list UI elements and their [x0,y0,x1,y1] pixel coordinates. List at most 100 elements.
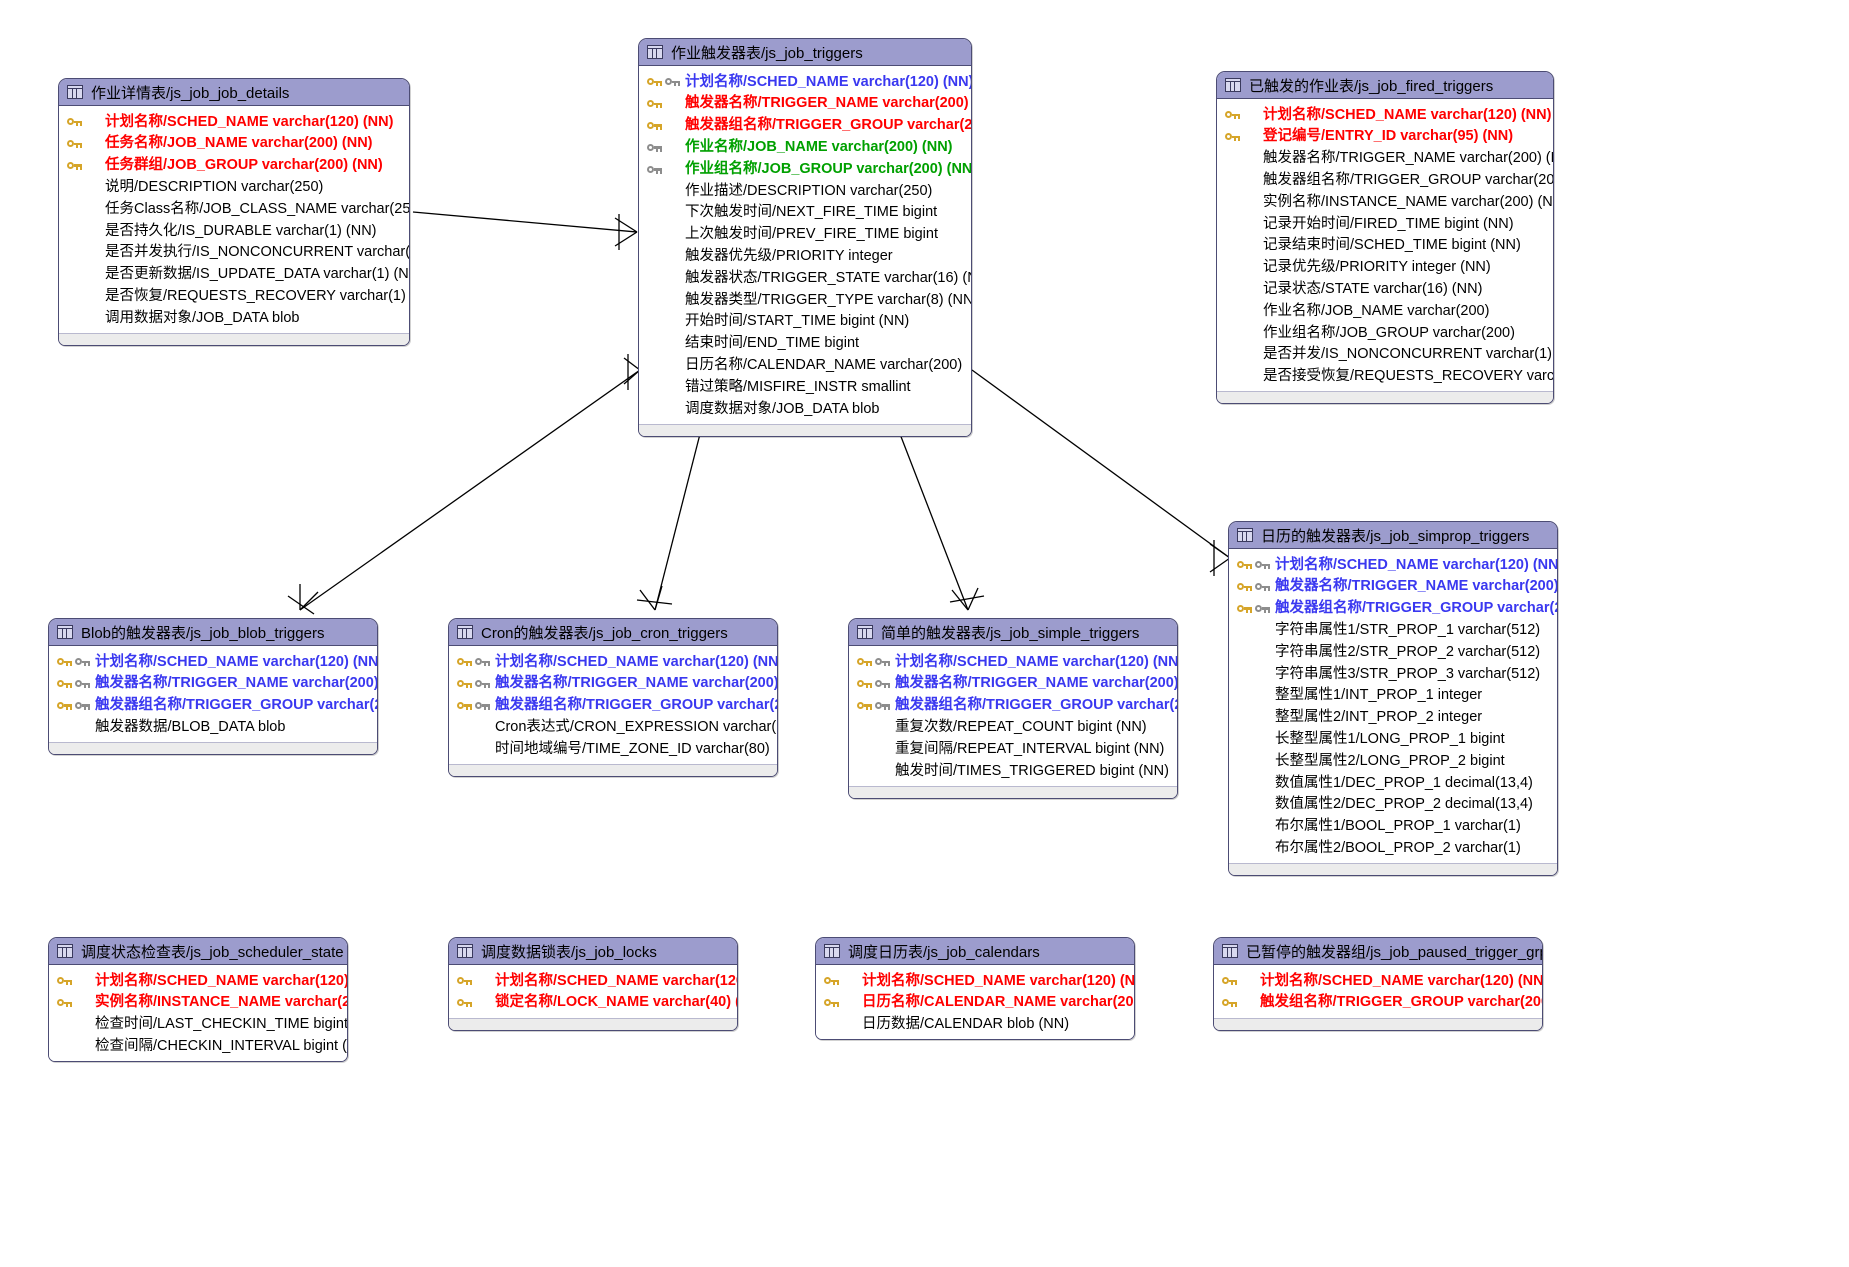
entity-header-cron_triggers[interactable]: Cron的触发器表/js_job_cron_triggers [449,619,777,646]
entity-job_details[interactable]: 作业详情表/js_job_job_details 计划名称/SCHED_NAME … [58,78,410,346]
attribute-row[interactable]: 触发器组名称/TRIGGER_GROUP varchar(200) (NN) [639,115,971,137]
attribute-row[interactable]: 实例名称/INSTANCE_NAME varchar(200) (NN) [49,992,347,1014]
entity-header-calendars[interactable]: 调度日历表/js_job_calendars [816,938,1134,965]
attribute-row[interactable]: 调度数据对象/JOB_DATA blob [639,398,971,420]
attribute-row[interactable]: 作业组名称/JOB_GROUP varchar(200) (NN) [639,158,971,180]
attribute-row[interactable]: 触发器组名称/TRIGGER_GROUP varchar(200) (NN) [1229,598,1557,620]
entity-locks[interactable]: 调度数据锁表/js_job_locks 计划名称/SCHED_NAME varch… [448,937,738,1031]
attribute-row[interactable]: 布尔属性1/BOOL_PROP_1 varchar(1) [1229,816,1557,838]
attribute-row[interactable]: 调用数据对象/JOB_DATA blob [59,307,409,329]
attribute-row[interactable]: 检查间隔/CHECKIN_INTERVAL bigint (NN) [49,1035,347,1057]
entity-header-job_details[interactable]: 作业详情表/js_job_job_details [59,79,409,106]
attribute-row[interactable]: 日历名称/CALENDAR_NAME varchar(200) (NN) [816,992,1134,1014]
attribute-row[interactable]: 错过策略/MISFIRE_INSTR smallint [639,376,971,398]
attribute-row[interactable]: 任务Class名称/JOB_CLASS_NAME varchar(250) (N… [59,198,409,220]
attribute-row[interactable]: 计划名称/SCHED_NAME varchar(120) (NN) [449,651,777,673]
attribute-row[interactable]: Cron表达式/CRON_EXPRESSION varchar(120) (NN… [449,716,777,738]
entity-fired_triggers[interactable]: 已触发的作业表/js_job_fired_triggers 计划名称/SCHED_… [1216,71,1554,405]
attribute-row[interactable]: 触发器优先级/PRIORITY integer [639,245,971,267]
attribute-row[interactable]: 计划名称/SCHED_NAME varchar(120) (NN) [816,970,1134,992]
attribute-row[interactable]: 计划名称/SCHED_NAME varchar(120) (NN) [49,651,377,673]
entity-header-simple_triggers[interactable]: 简单的触发器表/js_job_simple_triggers [849,619,1177,646]
attribute-row[interactable]: 计划名称/SCHED_NAME varchar(120) (NN) [49,970,347,992]
entity-job_triggers[interactable]: 作业触发器表/js_job_triggers 计划名称/SCHED_NAME va… [638,38,972,437]
attribute-row[interactable]: 开始时间/START_TIME bigint (NN) [639,311,971,333]
attribute-row[interactable]: 触发时间/TIMES_TRIGGERED bigint (NN) [849,760,1177,782]
attribute-row[interactable]: 是否并发/IS_NONCONCURRENT varchar(1) [1217,344,1553,366]
attribute-row[interactable]: 上次触发时间/PREV_FIRE_TIME bigint [639,224,971,246]
attribute-row[interactable]: 记录状态/STATE varchar(16) (NN) [1217,278,1553,300]
attribute-row[interactable]: 整型属性1/INT_PROP_1 integer [1229,685,1557,707]
attribute-row[interactable]: 触发器名称/TRIGGER_NAME varchar(200) (NN) [849,673,1177,695]
attribute-row[interactable]: 作业名称/JOB_NAME varchar(200) [1217,300,1553,322]
entity-cron_triggers[interactable]: Cron的触发器表/js_job_cron_triggers 计划名称/SCHED… [448,618,778,777]
attribute-row[interactable]: 下次触发时间/NEXT_FIRE_TIME bigint [639,202,971,224]
attribute-row[interactable]: 字符串属性2/STR_PROP_2 varchar(512) [1229,641,1557,663]
attribute-row[interactable]: 触发器组名称/TRIGGER_GROUP varchar(200) (NN) [1217,169,1553,191]
entity-header-locks[interactable]: 调度数据锁表/js_job_locks [449,938,737,965]
attribute-row[interactable]: 是否接受恢复/REQUESTS_RECOVERY varchar(1) [1217,366,1553,388]
entity-header-job_triggers[interactable]: 作业触发器表/js_job_triggers [639,39,971,66]
entity-header-fired_triggers[interactable]: 已触发的作业表/js_job_fired_triggers [1217,72,1553,99]
attribute-row[interactable]: 作业名称/JOB_NAME varchar(200) (NN) [639,136,971,158]
attribute-row[interactable]: 检查时间/LAST_CHECKIN_TIME bigint (NN) [49,1014,347,1036]
entity-simple_triggers[interactable]: 简单的触发器表/js_job_simple_triggers 计划名称/SCHED… [848,618,1178,799]
attribute-row[interactable]: 触发器名称/TRIGGER_NAME varchar(200) (NN) [449,673,777,695]
attribute-row[interactable]: 记录优先级/PRIORITY integer (NN) [1217,257,1553,279]
attribute-row[interactable]: 重复次数/REPEAT_COUNT bigint (NN) [849,716,1177,738]
attribute-row[interactable]: 触发器名称/TRIGGER_NAME varchar(200) (NN) [49,673,377,695]
attribute-row[interactable]: 触发器数据/BLOB_DATA blob [49,716,377,738]
attribute-row[interactable]: 结束时间/END_TIME bigint [639,333,971,355]
entity-header-simprop_triggers[interactable]: 日历的触发器表/js_job_simprop_triggers [1229,522,1557,549]
attribute-row[interactable]: 触发器组名称/TRIGGER_GROUP varchar(200) (NN) [449,695,777,717]
entity-paused_trigger_grps[interactable]: 已暂停的触发器组/js_job_paused_trigger_grps 计划名称/… [1213,937,1543,1031]
attribute-row[interactable]: 登记编号/ENTRY_ID varchar(95) (NN) [1217,126,1553,148]
attribute-row[interactable]: 计划名称/SCHED_NAME varchar(120) (NN) [1217,104,1553,126]
attribute-row[interactable]: 整型属性2/INT_PROP_2 integer [1229,707,1557,729]
entity-header-scheduler_state[interactable]: 调度状态检查表/js_job_scheduler_state [49,938,347,965]
attribute-row[interactable]: 日历数据/CALENDAR blob (NN) [816,1014,1134,1036]
entity-header-paused_trigger_grps[interactable]: 已暂停的触发器组/js_job_paused_trigger_grps [1214,938,1542,965]
attribute-row[interactable]: 布尔属性2/BOOL_PROP_2 varchar(1) [1229,837,1557,859]
entity-simprop_triggers[interactable]: 日历的触发器表/js_job_simprop_triggers 计划名称/SCHE… [1228,521,1558,877]
attribute-row[interactable]: 任务名称/JOB_NAME varchar(200) (NN) [59,133,409,155]
attribute-row[interactable]: 计划名称/SCHED_NAME varchar(120) (NN) [639,71,971,93]
attribute-row[interactable]: 计划名称/SCHED_NAME varchar(120) (NN) [1214,970,1542,992]
attribute-row[interactable]: 重复间隔/REPEAT_INTERVAL bigint (NN) [849,738,1177,760]
attribute-row[interactable]: 字符串属性3/STR_PROP_3 varchar(512) [1229,663,1557,685]
entity-scheduler_state[interactable]: 调度状态检查表/js_job_scheduler_state 计划名称/SCHED… [48,937,348,1063]
attribute-row[interactable]: 触发器名称/TRIGGER_NAME varchar(200) (NN) [1229,576,1557,598]
attribute-row[interactable]: 是否并发执行/IS_NONCONCURRENT varchar(1) (NN) [59,242,409,264]
attribute-row[interactable]: 触发器类型/TRIGGER_TYPE varchar(8) (NN) [639,289,971,311]
attribute-row[interactable]: 记录结束时间/SCHED_TIME bigint (NN) [1217,235,1553,257]
attribute-row[interactable]: 记录开始时间/FIRED_TIME bigint (NN) [1217,213,1553,235]
attribute-row[interactable]: 计划名称/SCHED_NAME varchar(120) (NN) [849,651,1177,673]
attribute-row[interactable]: 是否更新数据/IS_UPDATE_DATA varchar(1) (NN) [59,264,409,286]
attribute-row[interactable]: 计划名称/SCHED_NAME varchar(120) (NN) [1229,554,1557,576]
attribute-row[interactable]: 作业描述/DESCRIPTION varchar(250) [639,180,971,202]
attribute-row[interactable]: 时间地域编号/TIME_ZONE_ID varchar(80) [449,738,777,760]
attribute-row[interactable]: 触发器名称/TRIGGER_NAME varchar(200) (NN) [639,93,971,115]
attribute-row[interactable]: 长整型属性1/LONG_PROP_1 bigint [1229,728,1557,750]
attribute-row[interactable]: 日历名称/CALENDAR_NAME varchar(200) [639,354,971,376]
attribute-row[interactable]: 是否恢复/REQUESTS_RECOVERY varchar(1) (NN) [59,285,409,307]
attribute-row[interactable]: 长整型属性2/LONG_PROP_2 bigint [1229,750,1557,772]
attribute-row[interactable]: 作业组名称/JOB_GROUP varchar(200) [1217,322,1553,344]
attribute-row[interactable]: 触发器组名称/TRIGGER_GROUP varchar(200) (NN) [849,695,1177,717]
attribute-row[interactable]: 说明/DESCRIPTION varchar(250) [59,176,409,198]
attribute-row[interactable]: 数值属性2/DEC_PROP_2 decimal(13,4) [1229,794,1557,816]
entity-blob_triggers[interactable]: Blob的触发器表/js_job_blob_triggers 计划名称/SCHED… [48,618,378,756]
attribute-row[interactable]: 触发器名称/TRIGGER_NAME varchar(200) (NN) [1217,148,1553,170]
attribute-row[interactable]: 任务群组/JOB_GROUP varchar(200) (NN) [59,155,409,177]
entity-header-blob_triggers[interactable]: Blob的触发器表/js_job_blob_triggers [49,619,377,646]
attribute-row[interactable]: 是否持久化/IS_DURABLE varchar(1) (NN) [59,220,409,242]
attribute-row[interactable]: 字符串属性1/STR_PROP_1 varchar(512) [1229,619,1557,641]
attribute-row[interactable]: 触发器状态/TRIGGER_STATE varchar(16) (NN) [639,267,971,289]
attribute-row[interactable]: 触发组名称/TRIGGER_GROUP varchar(200) (NN) [1214,992,1542,1014]
attribute-row[interactable]: 数值属性1/DEC_PROP_1 decimal(13,4) [1229,772,1557,794]
attribute-row[interactable]: 实例名称/INSTANCE_NAME varchar(200) (NN) [1217,191,1553,213]
attribute-row[interactable]: 计划名称/SCHED_NAME varchar(120) (NN) [59,111,409,133]
entity-calendars[interactable]: 调度日历表/js_job_calendars 计划名称/SCHED_NAME va… [815,937,1135,1041]
attribute-row[interactable]: 触发器组名称/TRIGGER_GROUP varchar(200) (NN) [49,695,377,717]
attribute-row[interactable]: 计划名称/SCHED_NAME varchar(120) (NN) [449,970,737,992]
